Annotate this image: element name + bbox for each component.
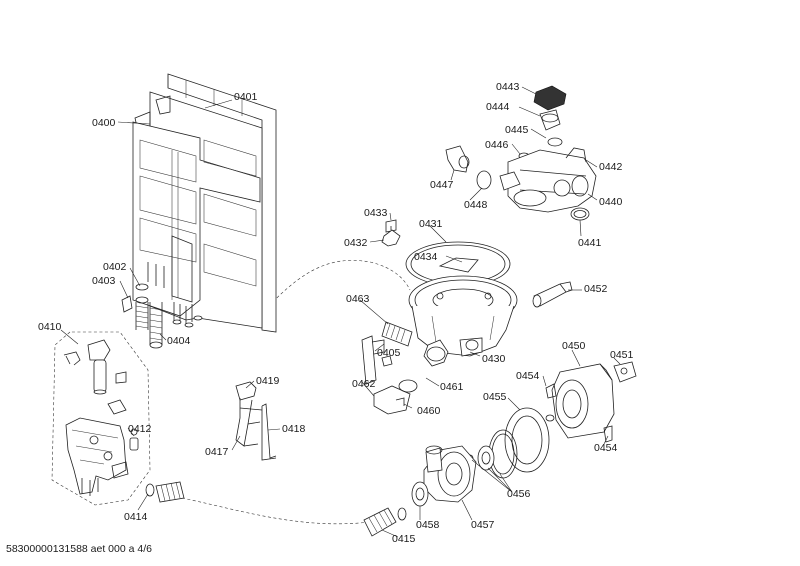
label-0441: 0441	[578, 237, 602, 249]
label-0419: 0419	[256, 375, 280, 387]
label-0433: 0433	[364, 207, 388, 219]
label-0443: 0443	[496, 81, 520, 93]
hose-routing-lines	[51, 260, 411, 525]
label-0455: 0455	[483, 391, 507, 403]
diverter-valve-assembly	[445, 85, 597, 221]
label-0404: 0404	[167, 335, 191, 347]
label-0447: 0447	[430, 179, 454, 191]
label-0405: 0405	[377, 347, 401, 359]
label-0440: 0440	[599, 196, 623, 208]
label-0454-lower: 0454	[594, 442, 618, 454]
dispenser-assembly	[63, 339, 139, 496]
label-0442: 0442	[599, 161, 623, 173]
label-0401: 0401	[234, 91, 258, 103]
label-0452: 0452	[584, 283, 608, 295]
label-0454-upper: 0454	[516, 370, 540, 382]
label-0458: 0458	[416, 519, 440, 531]
water-pocket-panel	[132, 73, 277, 333]
label-0414: 0414	[124, 511, 148, 523]
label-0444: 0444	[486, 101, 510, 113]
label-0457: 0457	[471, 519, 495, 531]
label-0430: 0430	[482, 353, 506, 365]
label-0431: 0431	[419, 218, 443, 230]
label-0400: 0400	[92, 117, 116, 129]
heater-element	[532, 281, 573, 308]
label-0418: 0418	[282, 423, 306, 435]
label-0445: 0445	[505, 124, 529, 136]
label-0403: 0403	[92, 275, 116, 287]
label-0460: 0460	[417, 405, 441, 417]
leader-lines	[60, 86, 621, 538]
sump-cover	[381, 219, 511, 287]
panel-hoses	[121, 283, 163, 349]
part-labels: 0400 0401 0402 0403 0404 0405 0410 0412 …	[38, 81, 634, 545]
label-0432: 0432	[344, 237, 368, 249]
label-0448: 0448	[464, 199, 488, 211]
circulation-pump-group	[145, 361, 637, 537]
label-0451: 0451	[610, 349, 634, 361]
label-0463: 0463	[346, 293, 370, 305]
aquasensor-assembly	[361, 321, 418, 415]
label-0412: 0412	[128, 423, 152, 435]
label-0410: 0410	[38, 321, 62, 333]
pipe-bracket	[235, 381, 277, 461]
label-0402: 0402	[103, 261, 127, 273]
drawing-reference-footer: 58300000131588 aet 000 a 4/6	[6, 543, 152, 555]
label-0450: 0450	[562, 340, 586, 352]
label-0446: 0446	[485, 139, 509, 151]
label-0456: 0456	[507, 488, 531, 500]
label-0462: 0462	[352, 378, 376, 390]
label-0434: 0434	[414, 251, 438, 263]
label-0415: 0415	[392, 533, 416, 545]
sump-body	[408, 275, 518, 367]
label-0417: 0417	[205, 446, 229, 458]
label-0461: 0461	[440, 381, 464, 393]
